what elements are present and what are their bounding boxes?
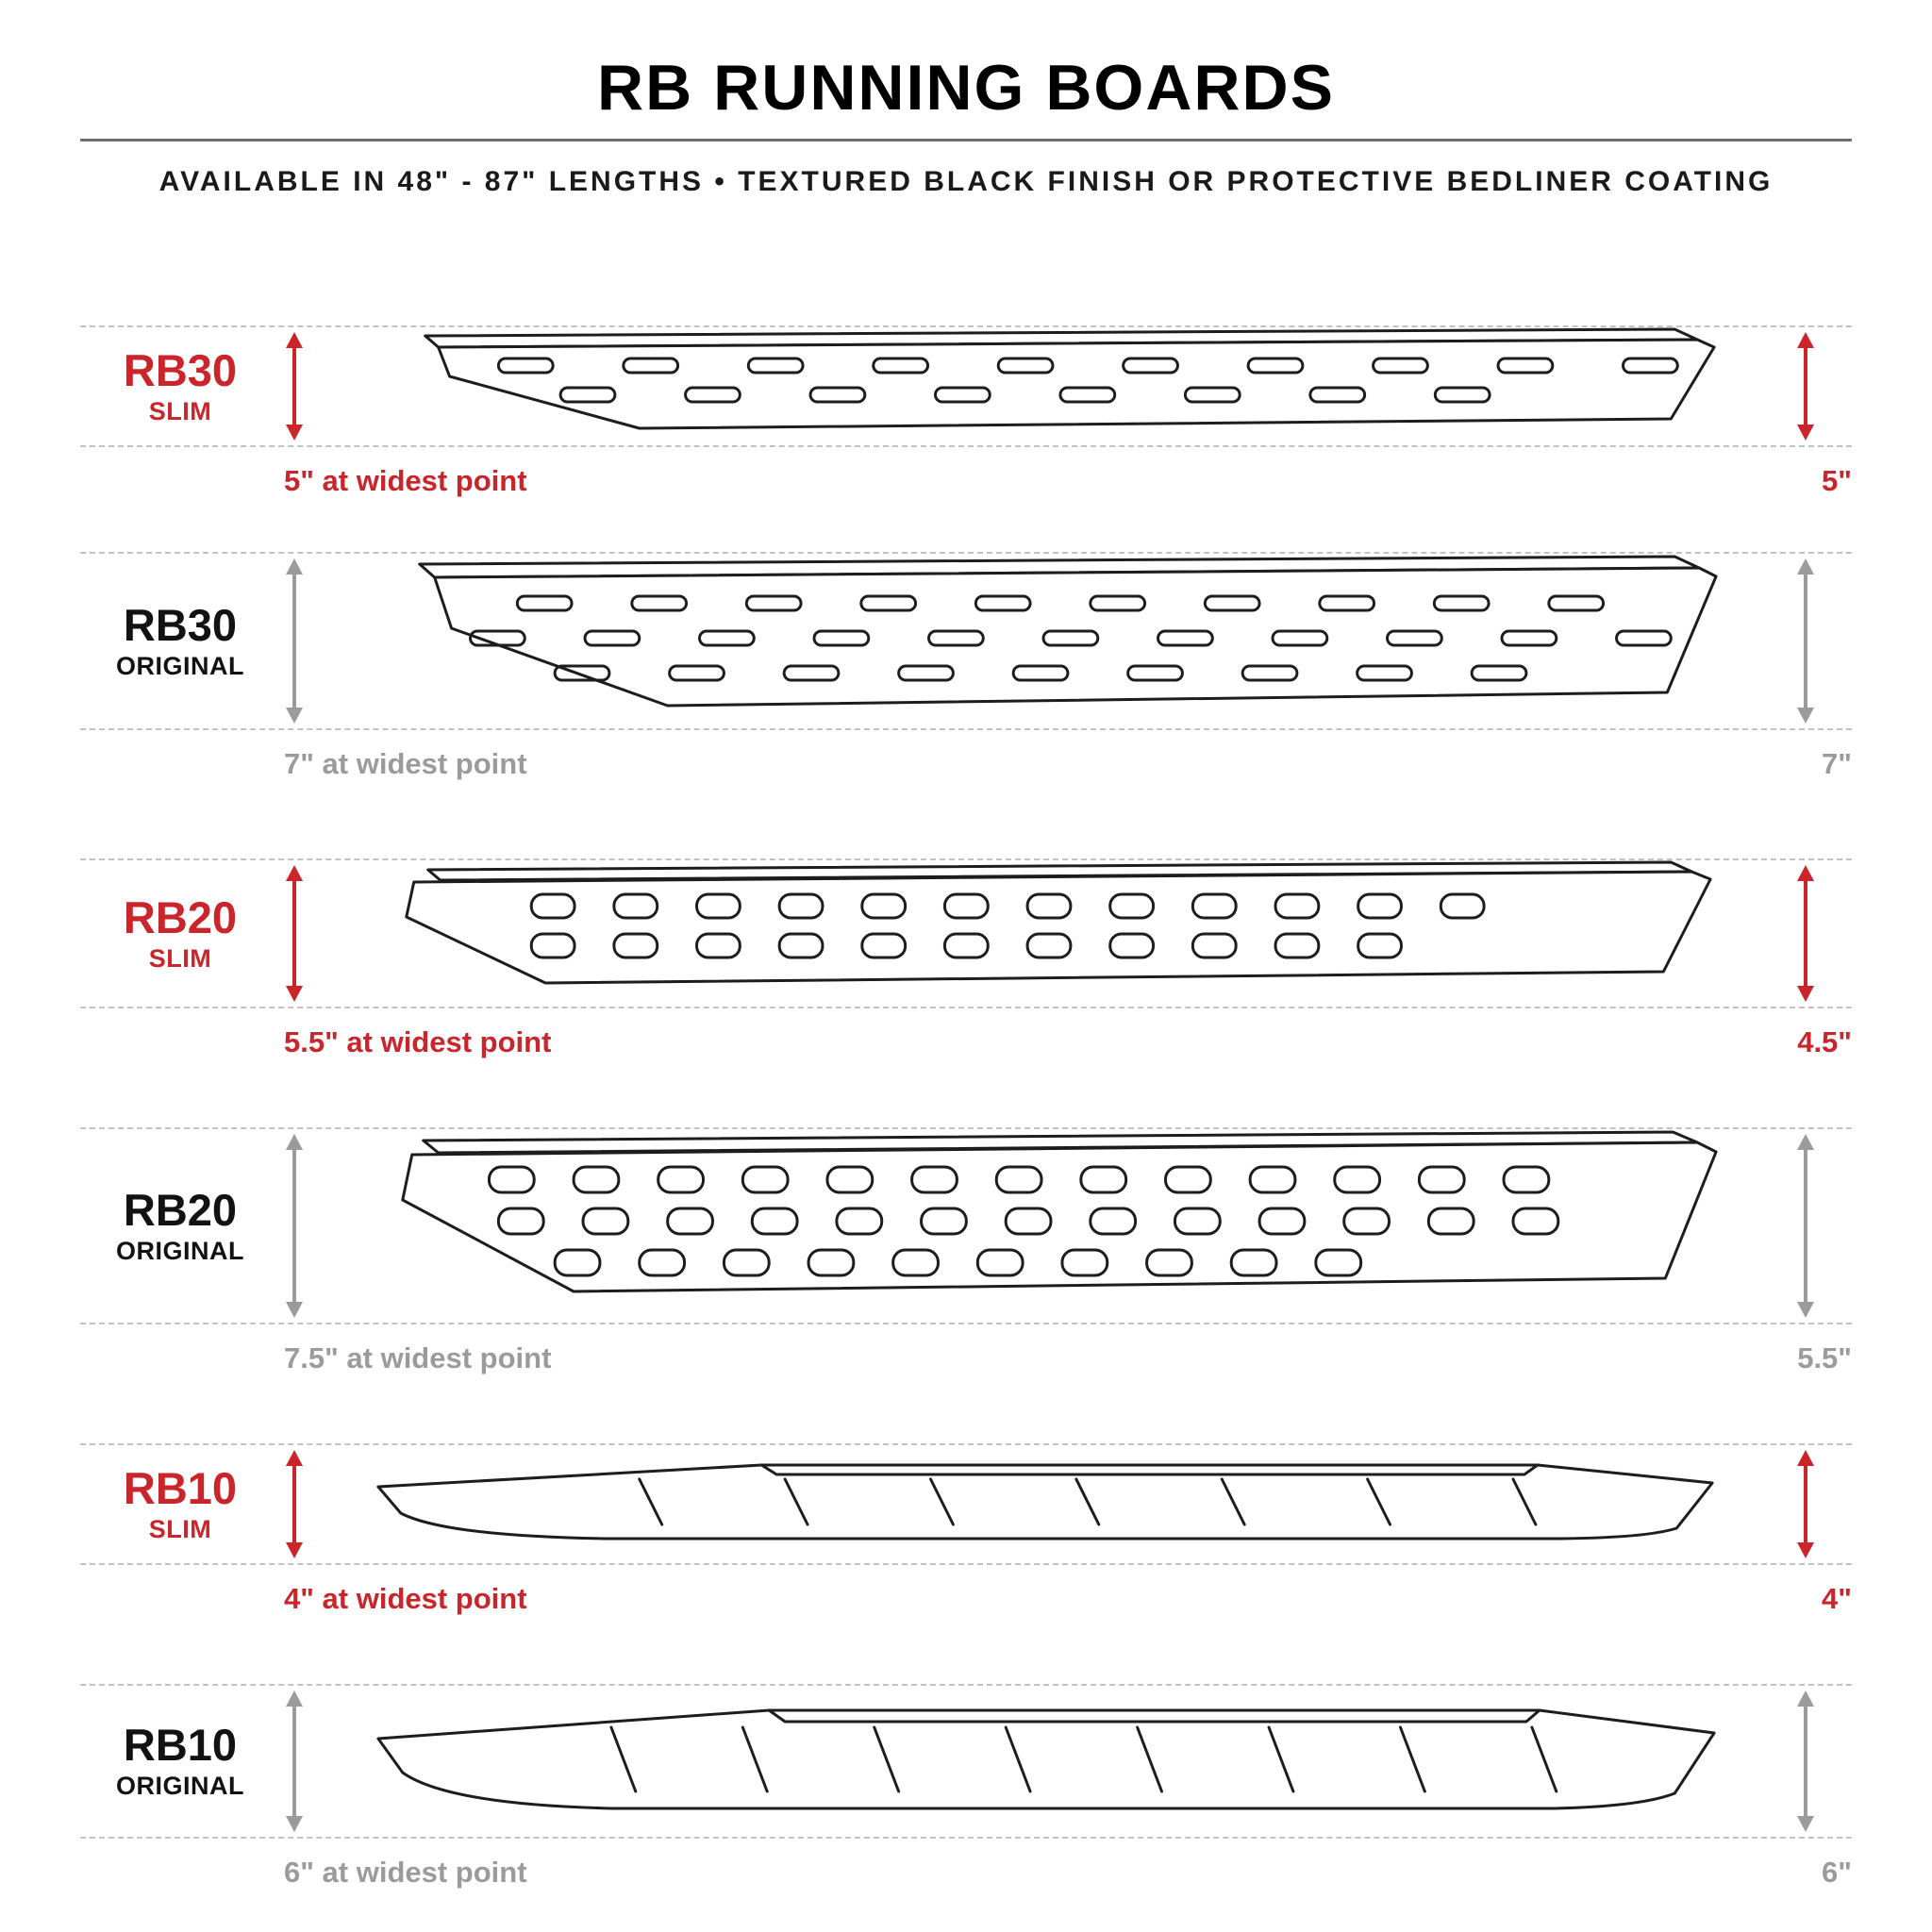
height-arrow-right (1797, 1134, 1814, 1318)
measurements: 6" at widest point 6" (80, 1856, 1852, 1890)
measurement-guides-band: RB10 ORIGINAL (80, 1684, 1852, 1839)
height-arrow-right (1797, 558, 1814, 724)
height-arrow-right (1797, 1690, 1814, 1832)
height-measurement-label: 4" (1822, 1582, 1852, 1615)
board-label: RB20 SLIM (80, 893, 280, 973)
measurement-guides-band: RB20 ORIGINAL (80, 1127, 1852, 1324)
model-label: RB20 (123, 1184, 238, 1235)
height-arrow-right (1797, 865, 1814, 1002)
measurement-guides-band: RB10 SLIM (80, 1443, 1852, 1565)
measurements: 7" at widest point 7" (80, 747, 1852, 781)
measurements: 4" at widest point 4" (80, 1582, 1852, 1616)
model-label: RB10 (123, 1719, 238, 1770)
measurement-guides-band: RB30 SLIM (80, 325, 1852, 447)
rb30-original-board-drawing (358, 554, 1739, 728)
rb20-slim-board-drawing (358, 860, 1739, 1007)
row-rb10-original: RB10 ORIGINAL 6" at widest poi (80, 1684, 1852, 1890)
widest-point-label: 6" at widest point (284, 1856, 527, 1889)
height-arrow-left (286, 1134, 303, 1318)
model-label: RB20 (123, 891, 238, 942)
page-subtitle: AVAILABLE IN 48" - 87" LENGTHS • TEXTURE… (158, 166, 1774, 198)
widest-point-label: 7.5" at widest point (284, 1341, 552, 1374)
rb30-slim-board-drawing (358, 327, 1739, 445)
height-measurement-label: 7" (1822, 747, 1852, 780)
variant-label: ORIGINAL (116, 1772, 244, 1801)
height-measurement-label: 4.5" (1797, 1025, 1852, 1058)
widest-point-label: 5" at widest point (284, 464, 527, 497)
rb10-original-board-drawing (358, 1686, 1739, 1837)
variant-label: SLIM (148, 396, 212, 425)
rb10-slim-board-drawing (358, 1445, 1739, 1563)
measurement-guides-band: RB20 SLIM (80, 858, 1852, 1008)
measurements: 5" at widest point 5" (80, 464, 1852, 498)
header: RB RUNNING BOARDS AVAILABLE IN 48" - 87"… (80, 52, 1852, 198)
height-arrow-left (286, 865, 303, 1002)
board-label: RB20 ORIGINAL (80, 1186, 280, 1265)
model-label: RB30 (123, 344, 238, 395)
row-rb30-slim: RB30 SLIM 5" at w (80, 325, 1852, 498)
rb20-original-board-drawing (358, 1129, 1739, 1323)
height-arrow-left (286, 1450, 303, 1558)
height-arrow-right (1797, 332, 1814, 441)
widest-point-label: 5.5" at widest point (284, 1025, 552, 1058)
measurement-guides-band: RB30 ORIGINAL (80, 552, 1852, 730)
height-arrow-left (286, 332, 303, 441)
row-rb20-original: RB20 ORIGINAL (80, 1127, 1852, 1375)
row-rb10-slim: RB10 SLIM 4" at widest point (80, 1443, 1852, 1616)
measurements: 5.5" at widest point 4.5" (80, 1025, 1852, 1059)
page-title: RB RUNNING BOARDS (597, 52, 1335, 124)
variant-label: ORIGINAL (116, 651, 244, 680)
variant-label: SLIM (148, 1514, 212, 1543)
widest-point-label: 7" at widest point (284, 747, 527, 780)
title-divider (80, 139, 1852, 142)
variant-label: SLIM (148, 943, 212, 973)
height-arrow-right (1797, 1450, 1814, 1558)
row-rb30-original: RB30 ORIGINAL (80, 552, 1852, 781)
board-label: RB10 ORIGINAL (80, 1719, 280, 1801)
model-label: RB10 (123, 1462, 238, 1513)
board-label: RB10 SLIM (80, 1464, 280, 1543)
height-measurement-label: 5" (1822, 464, 1852, 497)
variant-label: ORIGINAL (116, 1236, 244, 1265)
height-arrow-left (286, 1690, 303, 1832)
row-rb20-slim: RB20 SLIM 5.5" at (80, 858, 1852, 1059)
height-measurement-label: 5.5" (1797, 1341, 1852, 1374)
height-measurement-label: 6" (1822, 1856, 1852, 1889)
height-arrow-left (286, 558, 303, 724)
board-label: RB30 ORIGINAL (80, 601, 280, 680)
measurements: 7.5" at widest point 5.5" (80, 1341, 1852, 1375)
widest-point-label: 4" at widest point (284, 1582, 527, 1615)
model-label: RB30 (123, 599, 238, 650)
board-label: RB30 SLIM (80, 346, 280, 425)
